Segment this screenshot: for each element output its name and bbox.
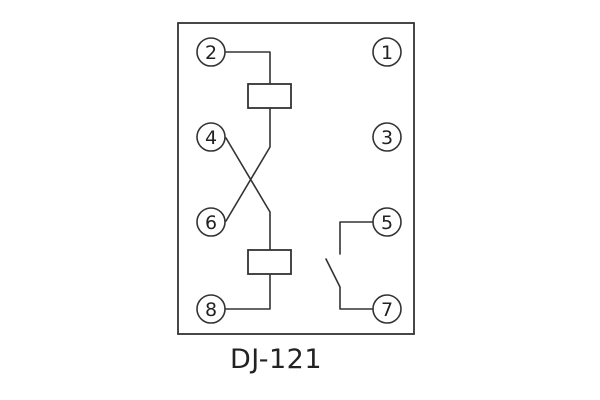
bottom-coil-symbol <box>247 249 292 275</box>
top-coil-symbol <box>247 83 292 109</box>
wire-terminal-4-to-bottom-coil <box>225 137 271 251</box>
wire-terminal-5-to-contact <box>339 221 374 255</box>
terminal-7-label: 7 <box>381 299 393 321</box>
model-label: DJ-121 <box>229 344 323 375</box>
terminal-8: 8 <box>196 294 226 324</box>
terminal-4: 4 <box>196 122 226 152</box>
wire-top-coil-to-terminal-6 <box>225 107 271 222</box>
terminal-5-label: 5 <box>381 212 393 234</box>
terminal-5: 5 <box>372 207 402 237</box>
terminal-8-label: 8 <box>205 299 217 321</box>
contact-blade-to-terminal-7 <box>325 258 374 310</box>
wire-terminal-2-to-top-coil <box>225 51 271 85</box>
terminal-2-label: 2 <box>205 42 217 64</box>
terminal-6: 6 <box>196 207 226 237</box>
terminal-3-label: 3 <box>381 127 393 149</box>
terminal-4-label: 4 <box>205 127 217 149</box>
terminal-1: 1 <box>372 37 402 67</box>
terminal-3: 3 <box>372 122 402 152</box>
terminal-7: 7 <box>372 294 402 324</box>
terminal-1-label: 1 <box>381 42 393 64</box>
wire-bottom-coil-to-terminal-8 <box>225 273 271 310</box>
terminal-6-label: 6 <box>205 212 217 234</box>
relay-housing-frame <box>177 22 415 335</box>
terminal-2: 2 <box>196 37 226 67</box>
